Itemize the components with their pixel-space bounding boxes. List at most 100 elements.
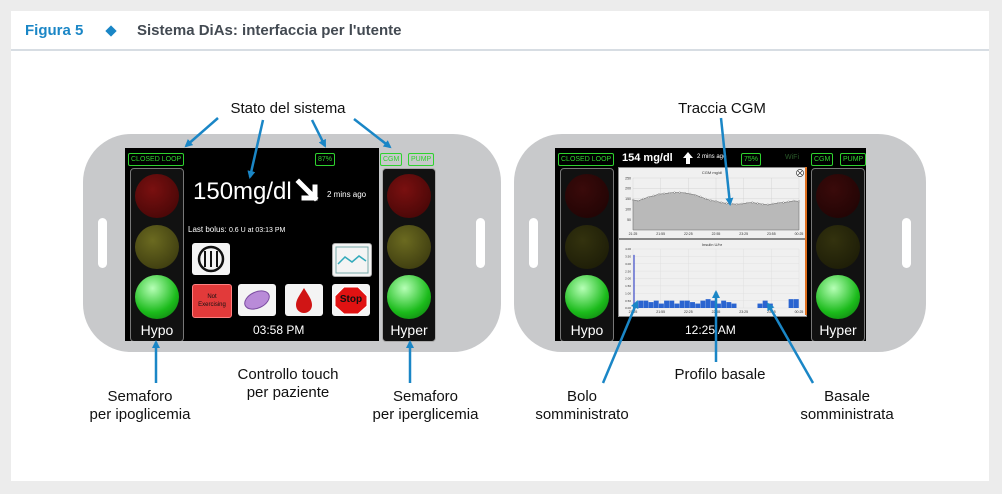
hyper-traffic-light[interactable]: Hyper	[382, 168, 436, 342]
basal-bar	[638, 300, 644, 308]
arrow-closed-loop	[184, 117, 219, 148]
callout-semaforo-hypo: Semaforo per ipoglicemia	[89, 388, 191, 423]
basal-bar	[653, 300, 659, 308]
basal-bar	[731, 303, 737, 308]
basal-bar	[690, 302, 695, 308]
stop-button[interactable]: Stop	[332, 284, 370, 316]
basal-bar	[658, 303, 664, 308]
cgm-point	[657, 193, 660, 196]
cgm-chart-title: CGM mg/dl	[702, 170, 722, 175]
red-light	[565, 174, 609, 218]
cgm-point	[798, 200, 800, 203]
basal-bar	[710, 300, 716, 308]
basal-bar	[716, 303, 721, 308]
insulin-bars	[633, 299, 799, 308]
last-bolus-label: Last bolus: 0.6 U at 03:13 PM	[188, 225, 285, 234]
trend-arrow-icon	[295, 178, 319, 202]
not-exercising-button[interactable]: Not Exercising	[192, 284, 232, 318]
figure-header: Figura 5 Sistema DiAs: interfaccia per l…	[11, 11, 989, 51]
clock: 03:58 PM	[253, 323, 305, 337]
last-bolus-title: Last bolus:	[188, 225, 227, 234]
cgm-x-tick-label: 22:25	[684, 232, 693, 236]
plate-icon	[197, 245, 225, 273]
cgm-y-tick-label: 250	[625, 176, 631, 180]
basal-bar	[669, 300, 675, 308]
battery-indicator: 87%	[315, 153, 336, 166]
callout-controllo: Controllo touch per paziente	[237, 366, 339, 401]
callout-traccia: Traccia CGM	[678, 100, 766, 117]
battery-indicator: 75%	[741, 153, 762, 166]
insulin-y-tick-label: 0.00	[625, 306, 631, 310]
not-exercising-label: Not Exercising	[198, 294, 226, 308]
green-light	[816, 275, 860, 319]
cgm-point	[694, 194, 697, 197]
yellow-light	[816, 225, 860, 269]
left-phone-slot	[98, 218, 107, 268]
cgm-x-tick-label: 23:55	[767, 232, 776, 236]
cgm-x-tick-label: 23:25	[739, 232, 748, 236]
cgm-point	[709, 199, 712, 202]
insulin-y-tick-label: 4.00	[625, 247, 631, 251]
cgm-trace-button[interactable]	[332, 243, 372, 277]
basal-bar	[648, 302, 654, 308]
basal-bar	[788, 299, 794, 308]
blood-drop-button[interactable]	[285, 284, 323, 316]
basal-bar	[726, 302, 732, 308]
yellow-light	[565, 225, 609, 269]
red-light	[135, 174, 179, 218]
hyper-label: Hyper	[819, 322, 857, 338]
arrow-glucose	[247, 119, 265, 179]
cgm-point	[746, 202, 749, 204]
insulin-y-tick-label: 2.00	[625, 277, 631, 281]
basal-bar	[793, 299, 799, 308]
cgm-point	[761, 203, 764, 206]
insulin-y-tick-label: 3.00	[625, 262, 631, 266]
cgm-point	[772, 202, 775, 205]
cgm-point	[699, 195, 702, 198]
cgm-x-tick-label: 22:55	[712, 232, 721, 236]
callout-semaforo-hyper: Semaforo per iperglicemia	[372, 388, 479, 423]
meal-button[interactable]	[192, 243, 230, 275]
arrow-battery	[310, 119, 327, 148]
left-screen: CLOSED LOOP 87% CGM Hypo 150mg/dl 2 mins…	[125, 148, 379, 341]
stop-sign-icon	[334, 286, 368, 315]
hyper-traffic-light[interactable]: Hyper	[811, 168, 865, 341]
basal-bar	[664, 300, 670, 308]
callout-profilo: Profilo basale	[674, 366, 766, 383]
cgm-point	[668, 192, 671, 194]
hypo-traffic-light[interactable]: Hypo	[560, 168, 614, 341]
cgm-point	[652, 194, 655, 197]
cgm-point	[678, 191, 681, 194]
green-light	[565, 275, 609, 319]
cgm-point	[720, 201, 723, 204]
cgm-point	[715, 200, 717, 203]
yellow-light	[135, 225, 179, 269]
green-light	[135, 275, 179, 319]
pill-button[interactable]	[238, 284, 276, 316]
red-light	[387, 174, 431, 218]
arrow-basal-delivered	[766, 302, 815, 384]
insulin-chart-title: Insulin U/hr	[702, 242, 723, 247]
time-ago: 2 mins ago	[697, 154, 727, 160]
cgm-x-tick-label: 00:25	[795, 232, 804, 236]
cgm-point	[740, 202, 743, 205]
clock: 12:25 AM	[685, 323, 736, 337]
hypo-traffic-light[interactable]: Hypo	[130, 168, 184, 341]
cgm-x-tick-label: 21:25	[629, 232, 638, 236]
trend-line-icon	[335, 246, 369, 274]
cgm-point	[777, 202, 780, 204]
basal-bar	[700, 300, 706, 308]
pump-badge: PUMP	[408, 153, 435, 166]
right-phone-slot	[476, 218, 485, 268]
green-light	[387, 275, 431, 319]
hypo-label: Hypo	[140, 322, 174, 338]
cgm-badge: CGM	[811, 153, 834, 166]
basal-bar	[674, 303, 680, 308]
cgm-y-tick-label: 100	[625, 208, 631, 212]
arrow-cgm-status	[353, 118, 392, 149]
cgm-x-tick-label: 21:55	[656, 232, 665, 236]
cgm-point	[673, 191, 676, 194]
cgm-point	[689, 192, 692, 195]
